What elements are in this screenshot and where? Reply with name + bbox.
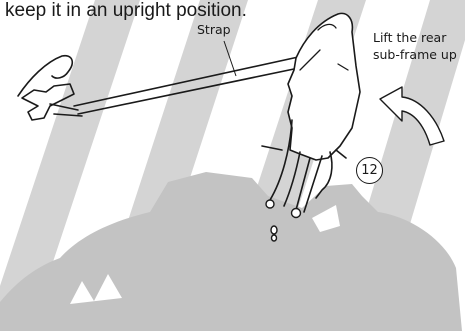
lift-label-line-2: sub-frame up [373,47,457,62]
handlebar-outline [17,54,83,121]
frame-rails [261,119,347,213]
strap-leader-line [223,40,237,77]
rear-sub-frame [287,12,361,161]
strap-label: Strap [197,22,231,37]
instruction-text: keep it in an upright position. [5,0,247,21]
lift-label-line-1: Lift the rear [373,30,447,45]
lift-sub-frame-label: Lift the rear sub-frame up [373,29,457,63]
mount-bolts [265,199,302,242]
silhouette-gap [70,274,122,304]
curved-up-arrow-icon [379,86,445,146]
silhouette-gap [312,205,340,232]
sub-frame-details [299,23,349,71]
step-number-badge: 12 [356,157,383,184]
